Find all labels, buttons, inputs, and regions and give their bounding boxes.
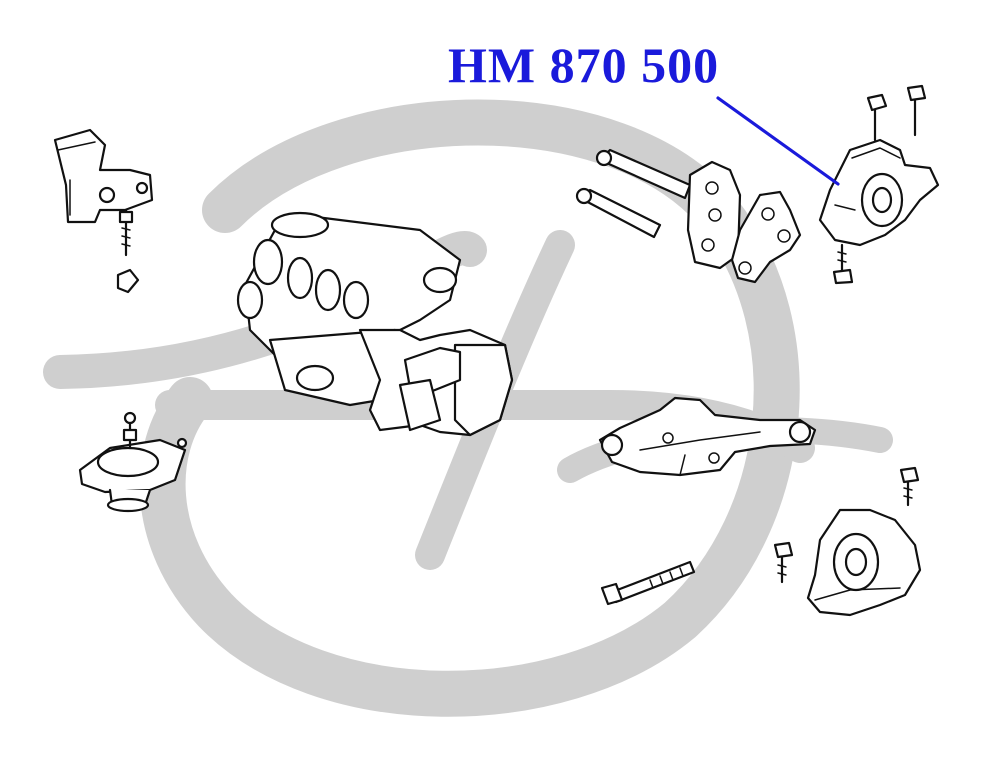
lower-right-engine-mount xyxy=(773,466,922,617)
lower-torque-bracket xyxy=(598,396,817,477)
upper-left-engine-mount xyxy=(53,128,154,294)
part-number-label: HM 870 500 xyxy=(448,37,720,93)
rear-engine-mount xyxy=(818,84,940,285)
long-mount-bolt xyxy=(600,560,696,606)
engine-assembly xyxy=(236,211,514,437)
part-leader-line xyxy=(716,96,840,186)
left-lower-engine-mount xyxy=(78,411,188,513)
watermark-ring xyxy=(139,99,800,717)
rear-mount-bracket-set xyxy=(575,148,802,284)
